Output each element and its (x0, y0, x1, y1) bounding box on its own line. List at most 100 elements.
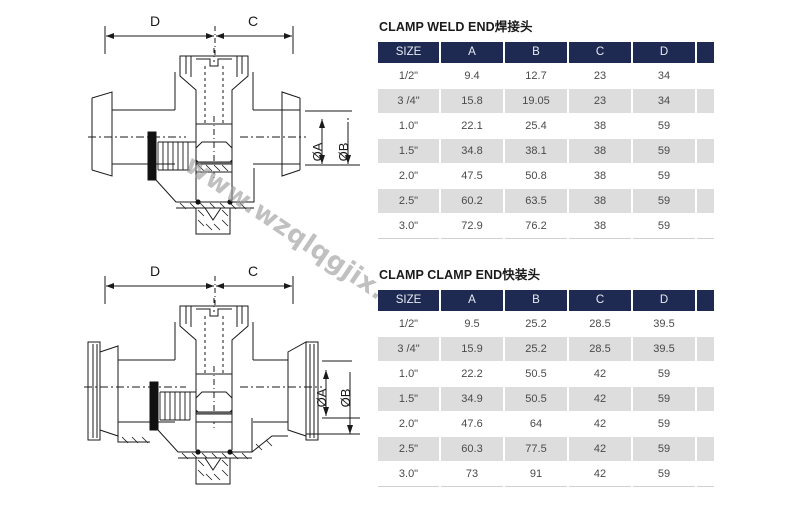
cell-d: 39.5 (632, 311, 697, 337)
col-header-c: C (568, 290, 633, 312)
cell-d: 59 (632, 361, 697, 387)
cell-d: 59 (632, 436, 697, 462)
cell-d: 59 (632, 138, 697, 164)
dim-label-c: C (248, 263, 258, 279)
cell-a: 34.8 (440, 138, 505, 164)
cell-b: 64 (504, 411, 569, 437)
cell-size: 1.0" (378, 361, 441, 387)
cell-size: 1/2" (378, 63, 441, 89)
cell-b: 12.7 (504, 63, 569, 89)
clamp-end-section-view: D C ØA ØB (84, 263, 360, 485)
dim-label-diameter-a: ØA (314, 388, 329, 407)
cell-b: 50.5 (504, 386, 569, 412)
col-header-spacer (696, 290, 714, 312)
cell-b: 25.2 (504, 311, 569, 337)
weld-end-section-view: D C ØA ØB (88, 13, 360, 235)
col-header-size: SIZE (378, 42, 441, 64)
table-title-en: CLAMP CLAMP END (379, 268, 503, 282)
cell-d: 34 (632, 63, 697, 89)
cell-a: 9.5 (440, 311, 505, 337)
clamp-weld-end-drawing: D C ØA ØB (0, 4, 372, 256)
cell-c: 42 (568, 361, 633, 387)
cell-spacer (696, 386, 714, 412)
cell-size: 2.0" (378, 411, 441, 437)
dim-label-c: C (248, 13, 258, 29)
cell-size: 3.0" (378, 461, 441, 487)
cell-d: 34 (632, 88, 697, 114)
cell-c: 38 (568, 138, 633, 164)
cell-b: 76.2 (504, 213, 569, 239)
cell-c: 42 (568, 461, 633, 487)
col-header-d: D (632, 290, 697, 312)
cell-b: 91 (504, 461, 569, 487)
table-title-clamp-end: CLAMP CLAMP END快装头 (379, 264, 714, 283)
drawings-column: D C ØA ØB (0, 0, 420, 507)
cell-spacer (696, 336, 714, 362)
cell-b: 38.1 (504, 138, 569, 164)
cell-a: 73 (440, 461, 505, 487)
table-header-row: SIZE A B C D (378, 290, 714, 312)
cell-d: 59 (632, 113, 697, 139)
cell-c: 42 (568, 411, 633, 437)
table-title-cn: 焊接头 (494, 20, 533, 34)
cell-c: 42 (568, 386, 633, 412)
cell-a: 72.9 (440, 213, 505, 239)
cell-spacer (696, 138, 714, 164)
dim-label-d: D (150, 13, 160, 29)
cell-c: 38 (568, 213, 633, 239)
col-header-c: C (568, 42, 633, 64)
col-header-a: A (440, 290, 505, 312)
cell-a: 47.5 (440, 163, 505, 189)
cell-spacer (696, 461, 714, 487)
cell-c: 23 (568, 88, 633, 114)
cell-size: 2.5" (378, 436, 441, 462)
cell-spacer (696, 213, 714, 239)
dim-label-d: D (150, 263, 160, 279)
col-header-b: B (504, 42, 569, 64)
col-header-size: SIZE (378, 290, 441, 312)
dim-label-diameter-b: ØB (336, 143, 351, 162)
table-title-cn: 快装头 (502, 268, 541, 282)
table-header-row: SIZE A B C D (378, 42, 714, 64)
cell-a: 22.1 (440, 113, 505, 139)
cell-a: 15.8 (440, 88, 505, 114)
dim-label-diameter-a: ØA (310, 142, 325, 161)
cell-d: 59 (632, 188, 697, 214)
cell-a: 34.9 (440, 386, 505, 412)
cell-a: 15.9 (440, 336, 505, 362)
cell-c: 23 (568, 63, 633, 89)
cell-c: 42 (568, 436, 633, 462)
cell-spacer (696, 411, 714, 437)
cell-d: 59 (632, 461, 697, 487)
cell-size: 3 /4" (378, 336, 441, 362)
cell-size: 1.5" (378, 138, 441, 164)
col-header-b: B (504, 290, 569, 312)
cell-size: 1.5" (378, 386, 441, 412)
table-title-weld-end: CLAMP WELD END焊接头 (379, 16, 714, 35)
col-header-a: A (440, 42, 505, 64)
clamp-clamp-end-drawing: D C ØA ØB (0, 258, 372, 507)
col-header-spacer (696, 42, 714, 64)
cell-spacer (696, 63, 714, 89)
cell-c: 38 (568, 188, 633, 214)
cell-d: 59 (632, 213, 697, 239)
cell-size: 1/2" (378, 311, 441, 337)
cell-spacer (696, 436, 714, 462)
cell-c: 38 (568, 113, 633, 139)
cell-spacer (696, 163, 714, 189)
cell-b: 50.5 (504, 361, 569, 387)
